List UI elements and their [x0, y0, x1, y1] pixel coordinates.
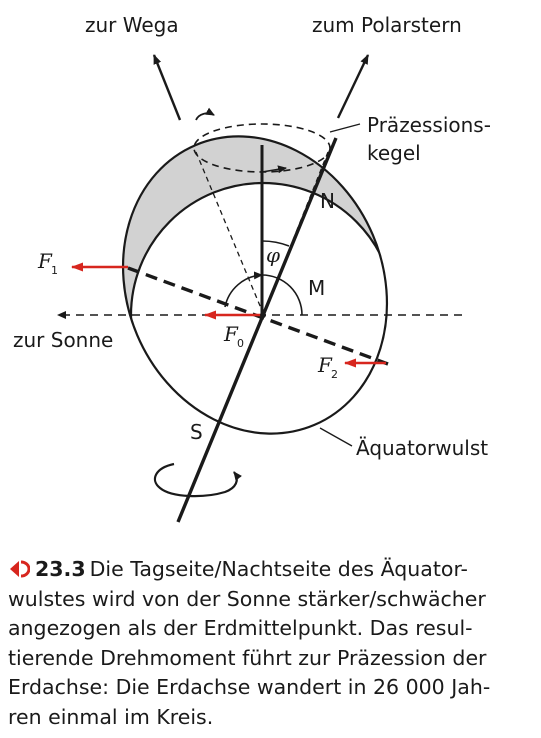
label-kegel-2: kegel: [367, 141, 421, 165]
caption-line-2: wulstes wird von der Sonne stärker/schwä…: [8, 586, 486, 611]
label-f2: F: [317, 353, 333, 377]
label-polarstern: zum Polarstern: [312, 13, 462, 37]
figure-number: 23.3: [35, 557, 86, 581]
label-wega: zur Wega: [85, 13, 179, 37]
label-sonne: zur Sonne: [13, 328, 113, 352]
label-wulst: Äquatorwulst: [356, 436, 488, 460]
label-north: N: [320, 189, 335, 213]
m-arc: [261, 274, 303, 316]
figure-pointer-icon: [10, 560, 30, 578]
polarstern-arrow: [336, 54, 370, 119]
label-kegel-1: Präzessions-: [367, 113, 491, 137]
earth-axis: [176, 137, 338, 523]
wulst-leader: [319, 427, 353, 447]
precession-diagram: zur Wega zum Polarstern Präzessions- keg…: [13, 13, 491, 523]
label-f0-sub: 0: [237, 337, 244, 350]
caption-line-3: angezogen als der Erdmittelpunkt. Das re…: [8, 616, 473, 640]
caption-line-6: ren einmal im Kreis.: [8, 704, 214, 729]
label-south: S: [190, 420, 203, 444]
label-f1-sub: 1: [51, 264, 58, 277]
moment-arc: [224, 271, 263, 308]
caption-line-1: Die Tagseite/Nachtseite des Äquator-: [89, 557, 468, 581]
caption-line-4: tierende Drehmoment führt zur Präzession…: [8, 645, 487, 670]
label-f0: F: [223, 322, 239, 346]
earth-center: [260, 312, 266, 318]
caption-line-5: Erdachse: Die Erdachse wandert in 26 000…: [8, 675, 491, 699]
wega-arrow: [152, 54, 182, 121]
label-f2-sub: 2: [331, 368, 338, 381]
label-f1: F: [37, 249, 53, 273]
phi-arc: [261, 240, 290, 247]
label-m: M: [308, 276, 325, 300]
rotation-arrow: [153, 462, 242, 498]
label-phi: φ: [266, 243, 280, 267]
